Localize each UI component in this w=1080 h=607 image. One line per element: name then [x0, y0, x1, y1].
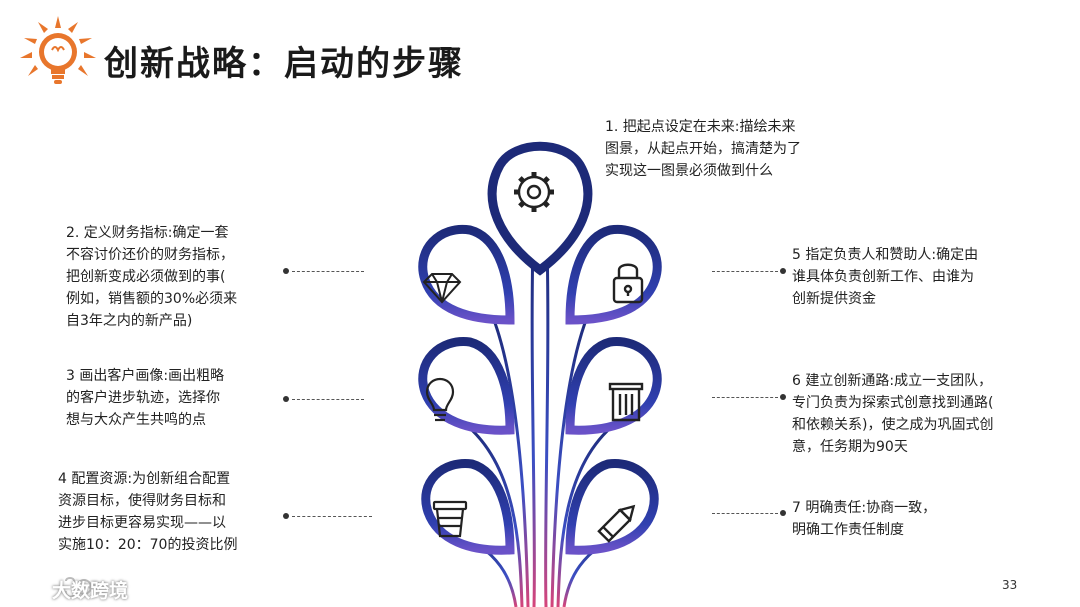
step-2-line: 自3年之内的新产品) — [66, 313, 193, 329]
connector-line-3 — [292, 399, 364, 400]
step-1-text: 1. 把起点设定在未来:描绘未来 图景，从起点开始，搞清楚为了 实现这一图景必须… — [605, 116, 801, 182]
step-4-text: 4 配置资源:为创新组合配置 资源目标，使得财务目标和 进步目标更容易实现——以… — [58, 468, 237, 556]
connector-dot-3 — [283, 396, 289, 402]
strategy-tree-diagram — [418, 141, 662, 607]
step-3-line: 3 画出客户画像:画出粗略 — [66, 368, 225, 384]
step-6-line: 意，任务期为90天 — [792, 439, 908, 455]
step-4-line: 4 配置资源:为创新组合配置 — [58, 471, 231, 487]
leaf-top — [487, 141, 593, 276]
pencil-icon — [597, 504, 636, 543]
step-2-text: 2. 定义财务指标:确定一套 不容讨价还价的财务指标， 把创新变成必须做到的事(… — [66, 222, 237, 332]
step-4-line: 资源目标，使得财务目标和 — [58, 493, 226, 509]
lightbulb-icon — [425, 377, 455, 422]
step-3-line: 想与大众产生共鸣的点 — [66, 412, 206, 428]
step-6-line: 6 建立创新通路:成立一支团队， — [792, 373, 993, 389]
step-6-line: 专门负责为探索式创意找到通路( — [792, 395, 994, 411]
trash-can-icon — [608, 382, 644, 422]
step-3-text: 3 画出客户画像:画出粗略 的客户进步轨迹，选择你 想与大众产生共鸣的点 — [66, 365, 224, 431]
connector-dot-4 — [283, 513, 289, 519]
step-6-text: 6 建立创新通路:成立一支团队， 专门负责为探索式创意找到通路( 和依赖关系)，… — [792, 370, 993, 458]
connector-dot-2 — [283, 268, 289, 274]
step-7-line: 明确工作责任制度 — [792, 522, 904, 538]
connector-line-4 — [292, 516, 372, 517]
lightbulb-logo-icon — [20, 16, 96, 84]
step-3-line: 的客户进步轨迹，选择你 — [66, 390, 220, 406]
connector-line-2 — [292, 271, 364, 272]
step-2-line: 2. 定义财务指标:确定一套 — [66, 225, 229, 241]
watermark-text: 大数跨境 — [52, 580, 129, 602]
gear-icon — [514, 172, 554, 212]
connector-line-6 — [712, 397, 778, 398]
step-5-line: 5 指定负责人和赞助人:确定由 — [792, 247, 979, 263]
padlock-icon — [612, 263, 644, 304]
page-title: 创新战略：启动的步骤 — [104, 44, 464, 84]
step-4-line: 进步目标更容易实现——以 — [58, 515, 226, 531]
connector-dot-7 — [780, 510, 786, 516]
step-7-text: 7 明确责任:协商一致， 明确工作责任制度 — [792, 497, 936, 541]
step-2-line: 把创新变成必须做到的事( — [66, 269, 226, 285]
step-7-line: 7 明确责任:协商一致， — [792, 500, 937, 516]
connector-dot-6 — [780, 394, 786, 400]
diamond-icon — [422, 273, 462, 304]
step-5-text: 5 指定负责人和赞助人:确定由 谁具体负责创新工作、由谁为 创新提供资金 — [792, 244, 978, 310]
watermark-logo-icon — [64, 577, 101, 598]
step-6-line: 和依赖关系)，使之成为巩固式创 — [792, 417, 994, 433]
step-4-line: 实施10：20：70的投资比例 — [58, 537, 238, 553]
step-5-line: 创新提供资金 — [792, 291, 876, 307]
connector-dot-5 — [780, 268, 786, 274]
step-5-line: 谁具体负责创新工作、由谁为 — [792, 269, 974, 285]
page-number: 33 — [1002, 578, 1018, 592]
step-2-line: 不容讨价还价的财务指标， — [66, 247, 234, 263]
step-1-line: 1. 把起点设定在未来:描绘未来 — [605, 119, 796, 135]
step-2-line: 例如，销售额的30%必须来 — [66, 291, 238, 307]
connector-line-5 — [712, 271, 778, 272]
step-1-line: 图景，从起点开始，搞清楚为了 — [605, 141, 801, 157]
coffee-cup-icon — [432, 500, 468, 538]
step-1-line: 实现这一图景必须做到什么 — [605, 163, 773, 179]
connector-line-7 — [712, 513, 778, 514]
